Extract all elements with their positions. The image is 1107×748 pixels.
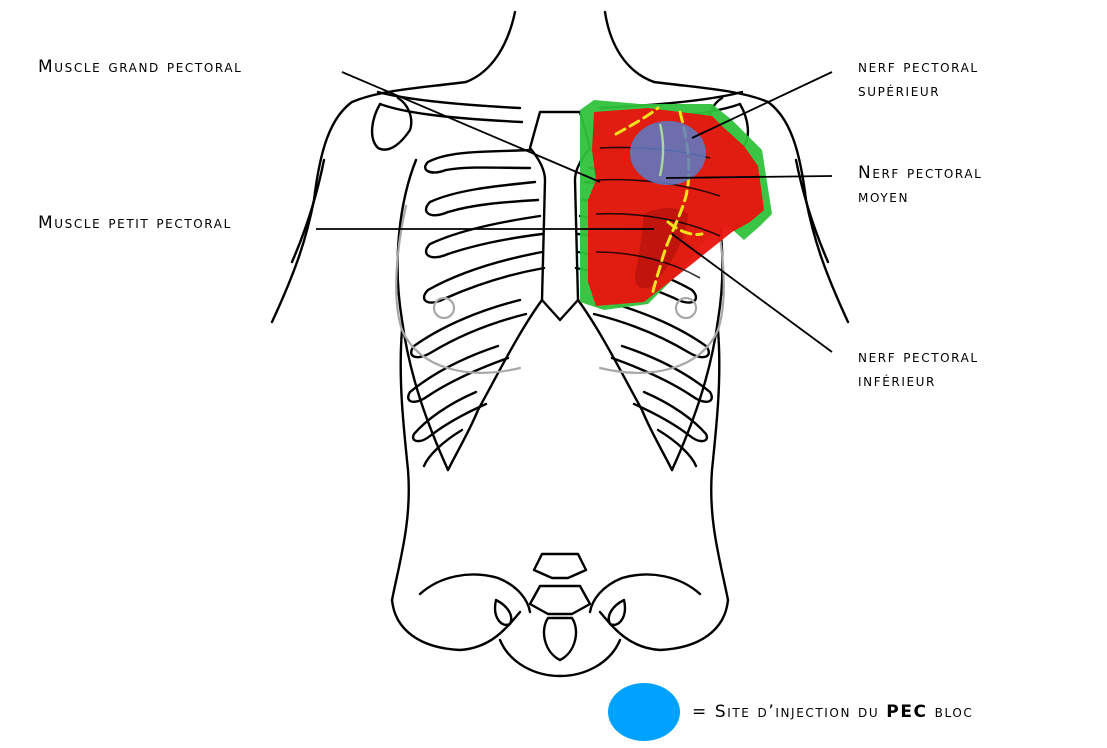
waist-left xyxy=(392,330,409,600)
label-nerf-moyen: Nerf pectoral moyen xyxy=(858,161,982,209)
left-nipple xyxy=(434,298,454,318)
injection-site-overlay xyxy=(630,121,706,185)
rib-right xyxy=(612,346,712,402)
pelvis-left-hole xyxy=(495,600,511,625)
sacrum xyxy=(544,618,576,660)
neck-outline xyxy=(605,12,654,82)
pelvis-left xyxy=(420,575,530,612)
label-nerf-superieur-line2: supérieur xyxy=(858,79,979,103)
legend-prefix: = Site d’injection du xyxy=(692,702,886,722)
leader-nerf-inferieur xyxy=(672,234,832,352)
label-nerf-inferieur: nerf pectoral inférieur xyxy=(858,345,979,393)
legend-suffix: bloc xyxy=(928,702,974,722)
label-petit-pectoral: Muscle petit pectoral xyxy=(38,211,232,235)
label-nerf-superieur: nerf pectoral supérieur xyxy=(858,55,979,103)
legend-marker xyxy=(608,683,680,741)
lumbar-vertebra xyxy=(534,554,586,578)
label-grand-pectoral: Muscle grand pectoral xyxy=(38,55,242,79)
pelvis-right-hole xyxy=(609,600,625,625)
legend-bold: PEC xyxy=(886,702,927,722)
rib-left xyxy=(424,252,544,303)
left-scapula xyxy=(372,98,411,150)
waist-right xyxy=(711,330,728,600)
rib-left xyxy=(426,182,538,215)
legend-text: = Site d’injection du PEC bloc xyxy=(692,700,973,724)
label-nerf-superieur-line1: nerf pectoral xyxy=(858,55,979,79)
rib-left xyxy=(425,150,530,172)
label-nerf-moyen-line1: Nerf pectoral xyxy=(858,161,982,185)
costal-arch xyxy=(448,300,542,470)
left-arm-inner xyxy=(292,160,324,262)
rib-left xyxy=(426,216,542,257)
rib-left xyxy=(411,300,526,357)
right-nipple xyxy=(676,298,696,318)
label-nerf-moyen-line2: moyen xyxy=(858,185,982,209)
left-breast xyxy=(396,206,520,373)
pelvis-floor xyxy=(500,640,620,676)
neck-outline xyxy=(466,12,515,82)
leader-grand-pectoral xyxy=(342,72,600,182)
label-nerf-inferieur-line1: nerf pectoral xyxy=(858,345,979,369)
rib-left xyxy=(408,346,508,402)
costal-arch xyxy=(578,300,672,470)
label-nerf-inferieur-line2: inférieur xyxy=(858,369,979,393)
pelvis-right xyxy=(590,575,700,612)
lumbar-vertebra xyxy=(530,586,590,614)
